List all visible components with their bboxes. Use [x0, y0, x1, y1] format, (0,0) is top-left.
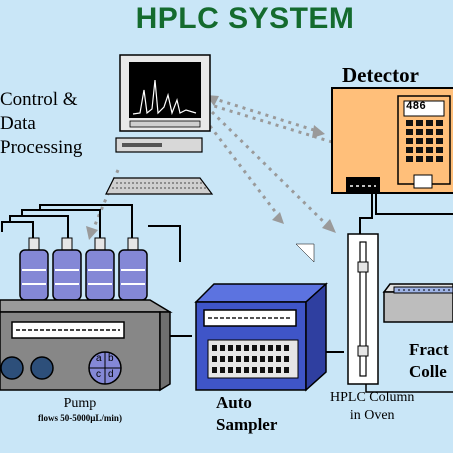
keyboard	[105, 177, 214, 195]
collector-body	[383, 291, 453, 323]
pump-side	[159, 311, 171, 392]
chromatogram-trace	[132, 79, 197, 116]
fraction-label-line2: Colle	[409, 362, 447, 381]
pump-label-line1: Pump	[63, 396, 97, 411]
autosampler-label: Auto Sampler	[216, 392, 277, 436]
solvent-bottle	[19, 237, 49, 301]
autosampler-label-line1: Auto	[216, 393, 252, 412]
fraction-collector-label: Fract Colle	[409, 339, 449, 383]
link-computer-pump	[90, 169, 120, 233]
fraction-label-line1: Fract	[409, 340, 449, 359]
valve-label-d: d	[108, 369, 114, 380]
pump-top	[0, 299, 173, 313]
detector	[331, 87, 453, 194]
detector-display	[403, 100, 445, 117]
detector-keypad	[406, 120, 443, 162]
monitor-screen	[129, 62, 201, 118]
column-label: HPLC Column in Oven	[330, 389, 414, 425]
autosampler-sign	[295, 243, 315, 263]
pump-head-left	[0, 356, 24, 380]
column-oven	[347, 233, 379, 385]
autosampler-top	[194, 283, 328, 303]
detector-cell	[346, 177, 380, 192]
control-label-line2: Data	[0, 113, 36, 134]
link-computer-detector	[211, 96, 321, 134]
control-label-line1: Control &	[0, 89, 78, 110]
fraction-collector	[382, 283, 453, 323]
sample-vials	[212, 345, 289, 373]
pump-flow-label: flows 50-5000µL/min)	[38, 413, 122, 423]
link-computer-autosampler	[208, 125, 282, 219]
solvent-bottle	[52, 237, 82, 301]
autosampler-label-line2: Sampler	[216, 415, 278, 434]
solvent-bottle	[118, 237, 148, 301]
link-computer-column	[210, 110, 332, 230]
control-data-processing-label: Control & Data Processing	[0, 88, 82, 160]
detector-display-text: 486	[406, 101, 426, 113]
pump	[0, 299, 173, 392]
page-title: HPLC SYSTEM	[135, 2, 355, 35]
column-label-line2: in Oven	[349, 408, 395, 423]
control-label-line3: Processing	[0, 137, 83, 158]
column-tube	[359, 241, 367, 377]
solvent-bottle	[85, 237, 115, 301]
data-links	[90, 96, 333, 233]
column-label-line1: HPLC Column	[330, 390, 415, 405]
arrow-to-pump	[86, 226, 98, 240]
pump-head-right	[30, 356, 54, 380]
valve-label-c: c	[96, 369, 101, 380]
arrow-to-autosampler	[272, 212, 284, 224]
computer	[105, 54, 214, 195]
valve-label-b: b	[108, 353, 114, 364]
pump-label: Pump flows 50-5000µL/min)	[38, 396, 122, 426]
detector-label: Detector	[342, 63, 419, 87]
arrow-to-column	[322, 219, 336, 233]
autosampler	[194, 243, 328, 392]
valve-label-a: a	[96, 353, 102, 364]
arrow-to-detector	[312, 125, 325, 138]
solvent-bottles	[19, 237, 148, 301]
detector-vent	[413, 174, 433, 189]
autosampler-side	[305, 282, 327, 392]
